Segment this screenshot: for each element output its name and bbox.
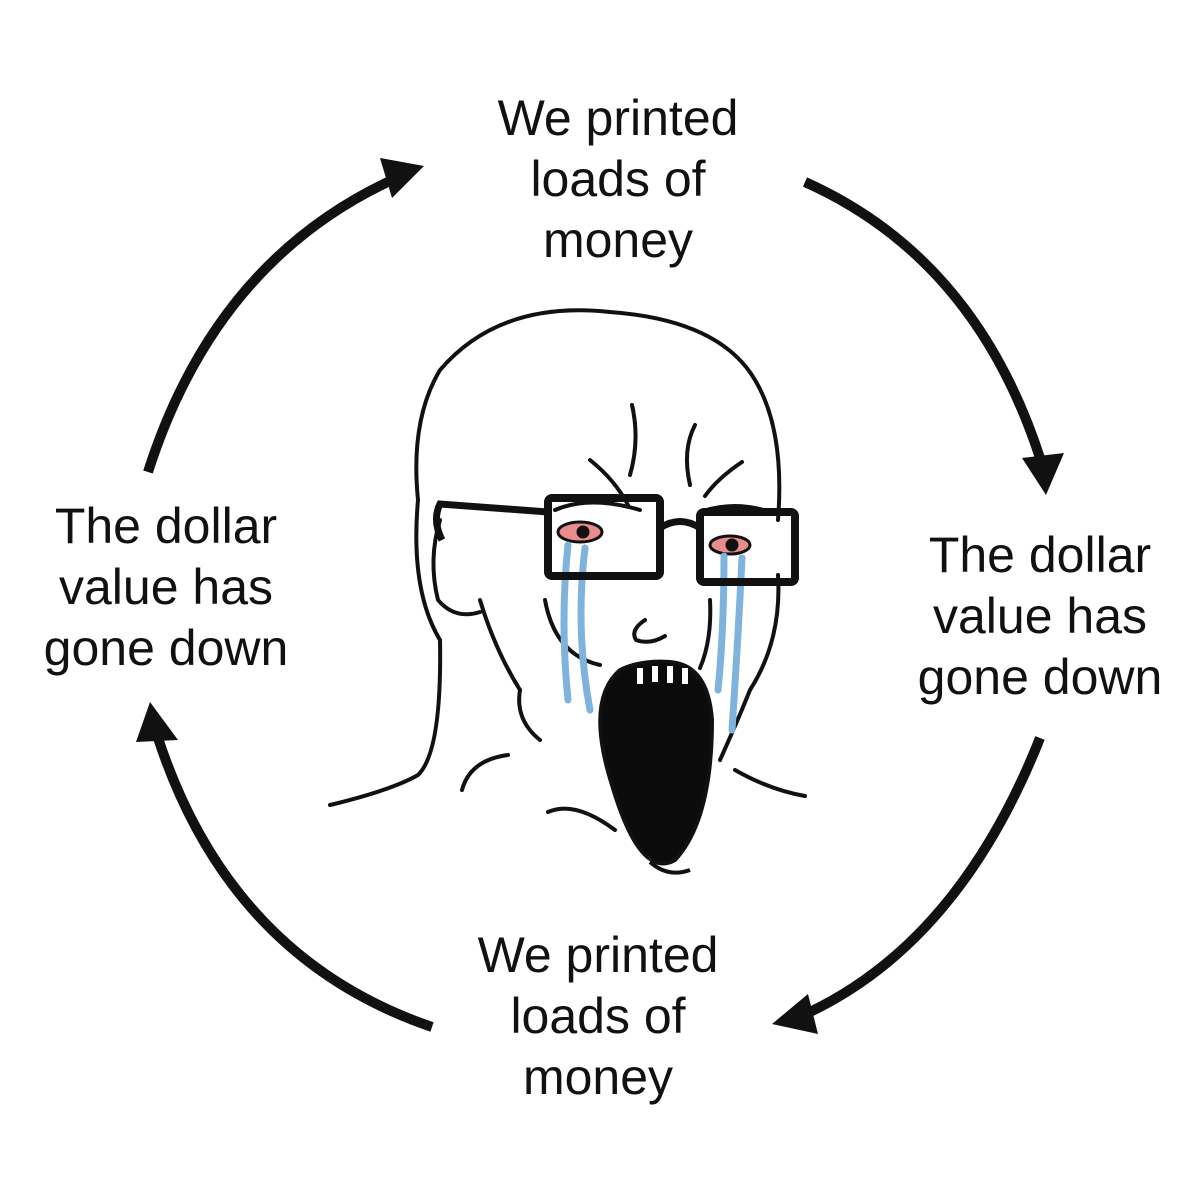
tears-icon	[560, 541, 746, 734]
arrow-bottom-right-icon	[807, 736, 1045, 1017]
arrow-top-left-icon	[143, 175, 395, 474]
cycle-step-left: The dollar value has gone down	[26, 496, 306, 679]
cycle-step-top: We printed loads of money	[468, 88, 768, 271]
screaming-mouth-icon	[598, 659, 715, 875]
cycle-step-right-line: The dollar	[928, 527, 1152, 583]
cycle-step-right-line: gone down	[917, 649, 1163, 705]
arrow-head-bottom-left-icon	[136, 702, 178, 742]
cycle-step-top-line: loads of	[530, 151, 706, 207]
glasses-icon	[433, 494, 799, 586]
cycle-step-bottom: We printed loads of money	[448, 925, 748, 1108]
arrow-bottom-left-icon	[153, 736, 434, 1032]
cycle-step-left-line: The dollar	[54, 498, 278, 554]
cycle-step-left-line: value has	[58, 559, 274, 615]
arrow-head-top-left-icon	[380, 158, 424, 198]
cycle-arrows	[136, 158, 1064, 1034]
arrow-top-right-icon	[802, 177, 1045, 460]
cycle-step-left-line: gone down	[43, 620, 289, 676]
arrow-head-bottom-right-icon	[772, 994, 818, 1034]
cycle-step-bottom-line: loads of	[510, 988, 686, 1044]
crying-face-icon	[328, 308, 807, 832]
arrow-head-top-right-icon	[1022, 453, 1064, 495]
cycle-step-bottom-line: money	[522, 1049, 674, 1105]
cycle-step-right-line: value has	[932, 588, 1148, 644]
cycle-step-right: The dollar value has gone down	[900, 525, 1180, 708]
cycle-step-top-line: We printed	[497, 90, 739, 146]
eyes	[556, 520, 752, 556]
cycle-step-top-line: money	[542, 212, 694, 268]
cycle-step-bottom-line: We printed	[477, 927, 719, 983]
